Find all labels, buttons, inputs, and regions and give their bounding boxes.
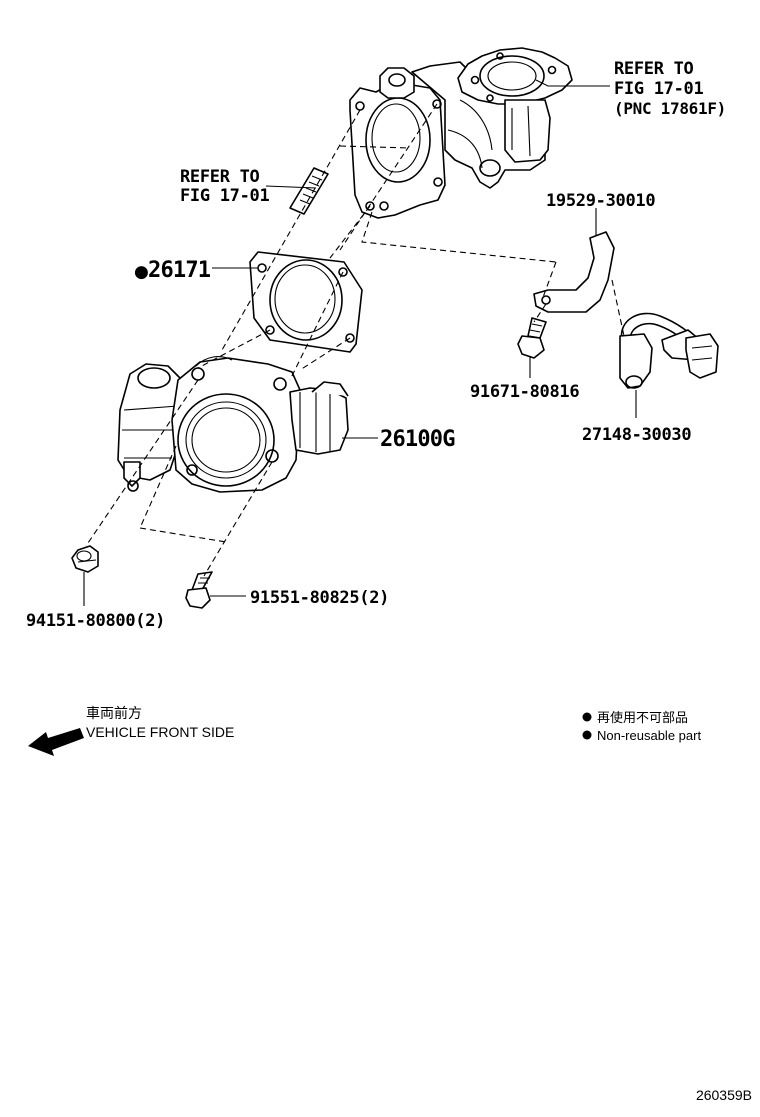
legend-label-en: Non-reusable part bbox=[597, 728, 701, 743]
gasket-drawing bbox=[249, 251, 363, 353]
reference-label-line2: FIG 17-01 bbox=[614, 79, 703, 99]
intake-manifold-drawing bbox=[349, 47, 573, 219]
sensor-drawing bbox=[619, 312, 719, 389]
stud-bolt-drawing bbox=[289, 167, 329, 215]
part-number-throttle-body: 26100G bbox=[380, 427, 455, 452]
vehicle-front-label-en: VEHICLE FRONT SIDE bbox=[86, 724, 234, 740]
legend-bullet-en bbox=[582, 730, 592, 740]
reference-label-line1: REFER TO bbox=[614, 59, 694, 79]
assembly-lines bbox=[85, 103, 625, 577]
throttle-body-drawing bbox=[117, 356, 349, 493]
part-number-gasket: 26171 bbox=[148, 258, 211, 283]
figure-id: 260359B bbox=[696, 1087, 752, 1103]
stud-reference-line1: REFER TO bbox=[180, 167, 260, 187]
vehicle-front-label-jp: 車両前方 bbox=[86, 705, 142, 721]
legend: 再使用不可部品 Non-reusable part bbox=[582, 710, 701, 743]
arrow-left-icon bbox=[28, 728, 84, 756]
reference-label-line3: (PNC 17861F) bbox=[614, 99, 726, 118]
part-number-sensor: 27148-30030 bbox=[582, 425, 691, 445]
bolt-drawing bbox=[185, 571, 213, 609]
legend-label-jp: 再使用不可部品 bbox=[597, 710, 688, 725]
part-number-bolt: 91551-80825(2) bbox=[250, 588, 389, 608]
part-number-bracket: 19529-30010 bbox=[546, 191, 655, 211]
part-number-small-bolt: 91671-80816 bbox=[470, 382, 579, 402]
nut-drawing bbox=[71, 545, 99, 573]
vehicle-front-indicator: 車両前方 VEHICLE FRONT SIDE bbox=[28, 705, 234, 756]
bracket-drawing bbox=[533, 231, 615, 313]
small-bolt-drawing bbox=[517, 317, 547, 359]
legend-bullet-jp bbox=[582, 712, 592, 722]
stud-reference-line2: FIG 17-01 bbox=[180, 186, 269, 206]
leader-lines bbox=[83, 79, 637, 606]
part-number-nut: 94151-80800(2) bbox=[26, 611, 165, 631]
non-reusable-marker: ● bbox=[134, 262, 148, 282]
